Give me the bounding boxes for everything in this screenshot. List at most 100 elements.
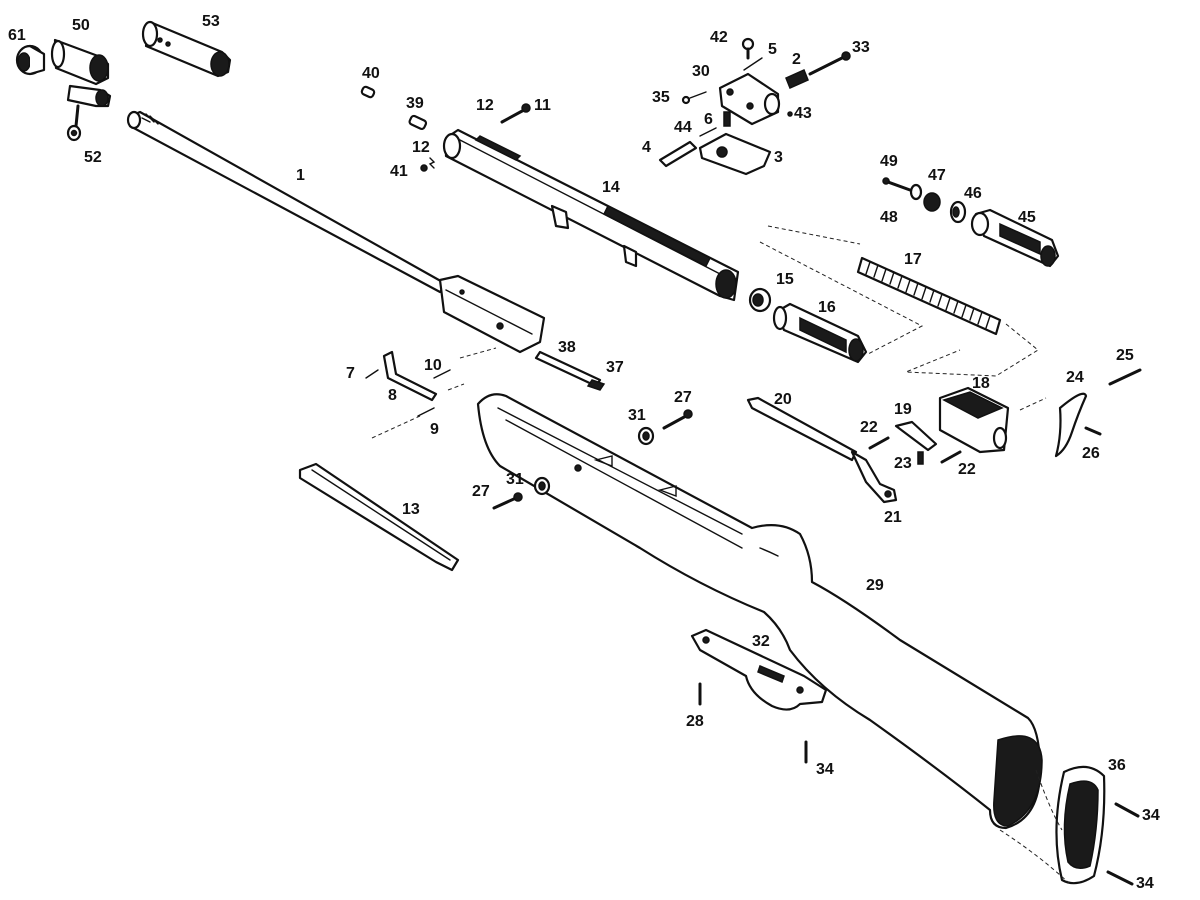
part-35-pin [681, 91, 707, 105]
part-7-lever [365, 369, 379, 379]
part-label-13: 13 [402, 501, 420, 518]
part-label-45: 45 [1018, 209, 1036, 226]
part-20-rod [746, 396, 858, 462]
part-label-34c: 34 [1136, 875, 1154, 892]
part-46-washer [949, 200, 967, 224]
part-49-screw [882, 177, 912, 192]
part-5-pin [743, 57, 763, 71]
part-61-muzzle-cap [15, 44, 46, 76]
part-label-9: 9 [430, 421, 439, 438]
part-label-38: 38 [558, 339, 576, 356]
part-label-36: 36 [1108, 757, 1126, 774]
part-13-cocking-lever [298, 462, 460, 572]
part-label-10: 10 [424, 357, 442, 374]
part-label-32: 32 [752, 633, 770, 650]
part-47-washer [909, 183, 923, 201]
part-label-27b: 27 [472, 483, 490, 500]
part-52-adapter [66, 84, 112, 142]
part-30-sight-body [718, 72, 781, 126]
part-label-8: 8 [388, 387, 397, 404]
part-6-spring [723, 111, 731, 127]
part-label-61: 61 [8, 27, 26, 44]
part-37-pin [586, 379, 606, 391]
part-31b-nut [533, 476, 551, 496]
part-34c-screw [1106, 870, 1134, 886]
part-33-screw [808, 51, 851, 76]
part-44-pin [699, 127, 717, 137]
part-label-31a: 31 [628, 407, 646, 424]
part-11-screw [500, 103, 531, 124]
part-32-trigger-guard [690, 628, 828, 711]
part-50-front-sight-block [50, 38, 110, 86]
part-41-ball [420, 164, 428, 172]
part-label-17: 17 [904, 251, 922, 268]
part-label-31b: 31 [506, 471, 524, 488]
part-24-trigger [1054, 392, 1088, 458]
part-39-pin [408, 114, 428, 131]
part-label-5: 5 [768, 41, 777, 58]
part-27b-screw [492, 492, 523, 510]
part-27a-screw [662, 409, 693, 430]
part-18-trigger-housing [938, 386, 1010, 454]
part-label-30: 30 [692, 63, 710, 80]
part-36-butt-pad [1055, 765, 1106, 885]
part-label-4: 4 [642, 139, 651, 156]
part-label-29: 29 [866, 577, 884, 594]
part-label-39: 39 [406, 95, 424, 112]
part-43-nub [787, 111, 793, 117]
part-48-seal [923, 192, 941, 212]
part-label-24: 24 [1066, 369, 1084, 386]
part-label-19: 19 [894, 401, 912, 418]
part-10-pin [433, 369, 451, 379]
part-label-18: 18 [972, 375, 990, 392]
part-1-barrel [126, 110, 546, 354]
part-17-mainspring [856, 256, 1002, 336]
part-label-6: 6 [704, 111, 713, 128]
part-label-3: 3 [774, 149, 783, 166]
part-label-25: 25 [1116, 347, 1134, 364]
part-3-sight-base [698, 132, 772, 176]
part-23-spring [917, 451, 924, 465]
part-12b-spring [428, 157, 436, 169]
part-label-7: 7 [346, 365, 355, 382]
part-34b-screw [1114, 802, 1140, 818]
part-label-34a: 34 [816, 761, 834, 778]
part-label-21: 21 [884, 509, 902, 526]
part-9-pin [417, 407, 435, 417]
part-label-35: 35 [652, 89, 670, 106]
part-22a-pin [868, 436, 890, 450]
part-label-2: 2 [792, 51, 801, 68]
part-label-53: 53 [202, 13, 220, 30]
part-2-spring [785, 68, 809, 90]
part-label-43: 43 [794, 105, 812, 122]
part-label-46: 46 [964, 185, 982, 202]
part-label-33: 33 [852, 39, 870, 56]
part-label-41: 41 [390, 163, 408, 180]
part-53-silencer [141, 20, 232, 78]
part-29-stock [476, 393, 1043, 830]
part-label-11: 11 [534, 97, 551, 114]
part-label-12a: 12 [476, 97, 494, 114]
part-label-48: 48 [880, 209, 898, 226]
part-21-trigger-blade [850, 450, 898, 504]
part-label-28: 28 [686, 713, 704, 730]
part-label-22a: 22 [860, 419, 878, 436]
assembly-lines [371, 225, 1071, 885]
part-label-15: 15 [776, 271, 794, 288]
part-label-37: 37 [606, 359, 624, 376]
part-19-sear [894, 420, 938, 452]
part-8-latch [382, 350, 438, 402]
part-15-guide-ring [748, 287, 772, 313]
part-label-20: 20 [774, 391, 792, 408]
part-31a-nut [637, 426, 655, 446]
part-label-44: 44 [674, 119, 692, 136]
part-label-14: 14 [602, 179, 620, 196]
part-label-23: 23 [894, 455, 912, 472]
part-label-47: 47 [928, 167, 946, 184]
part-label-1: 1 [296, 167, 305, 184]
part-label-42: 42 [710, 29, 728, 46]
part-16-spring-guide [772, 302, 868, 364]
part-25-screw [1108, 368, 1142, 386]
part-label-26: 26 [1082, 445, 1100, 462]
